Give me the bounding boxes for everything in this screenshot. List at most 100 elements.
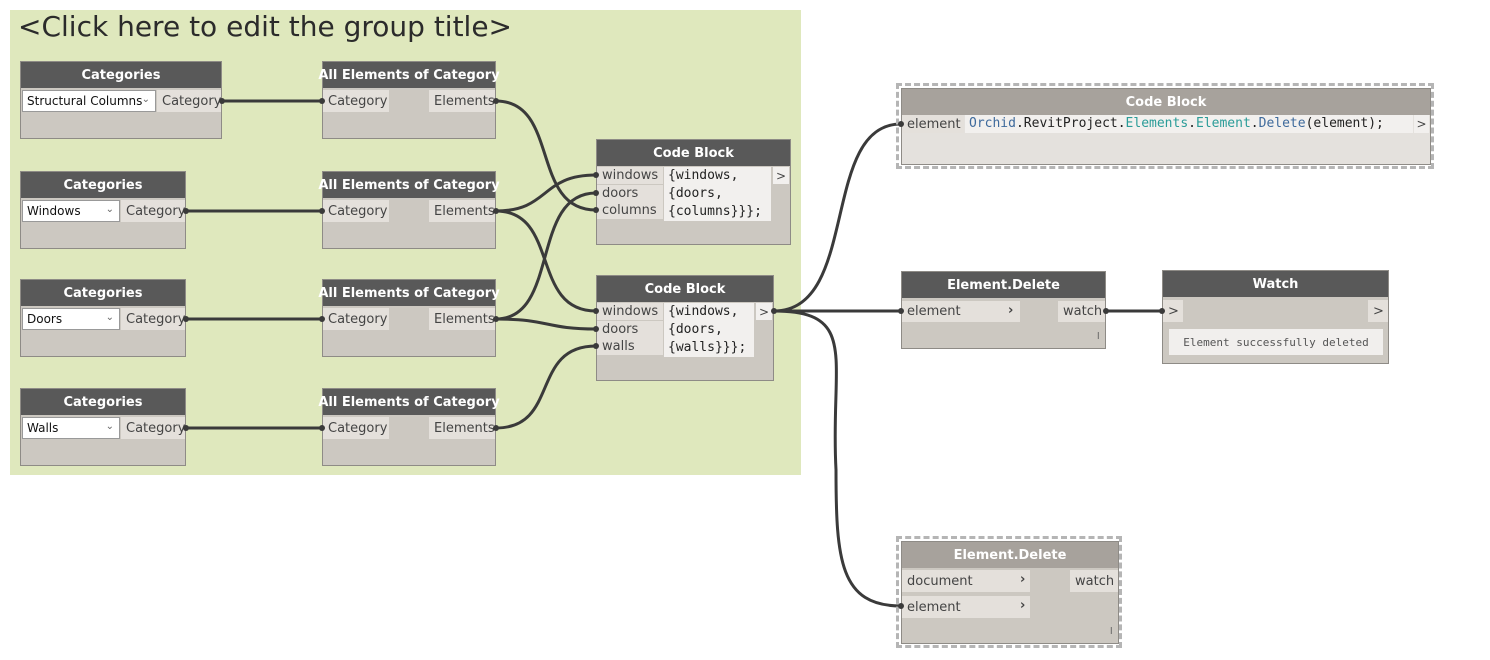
categories-node-2[interactable]: Categories Windows ⌄ Category bbox=[20, 171, 186, 249]
group-title[interactable]: <Click here to edit the group title> bbox=[18, 10, 513, 43]
input-port-windows[interactable]: windows bbox=[597, 167, 663, 184]
port-dot bbox=[219, 98, 225, 104]
output-port-elements[interactable]: Elements bbox=[429, 200, 495, 222]
categories-node-3[interactable]: Categories Doors ⌄ Category bbox=[20, 279, 186, 357]
output-port[interactable]: > bbox=[756, 303, 772, 320]
output-port-category[interactable]: Category bbox=[121, 417, 185, 439]
input-port[interactable]: > bbox=[1163, 300, 1183, 322]
port-dot bbox=[771, 308, 777, 314]
dropdown-value: Structural Columns bbox=[27, 94, 143, 108]
frozen-outline bbox=[896, 83, 1434, 169]
output-port-elements[interactable]: Elements bbox=[429, 90, 495, 112]
code-block-node-3[interactable]: Code Block element Orchid.RevitProject.E… bbox=[901, 88, 1431, 165]
chevron-down-icon: ⌄ bbox=[105, 204, 114, 215]
code-token: . bbox=[1117, 116, 1126, 131]
chevron-right-icon: › bbox=[1020, 598, 1026, 613]
code-block-node-1[interactable]: Code Block windows doors columns {window… bbox=[596, 139, 791, 245]
input-port-element[interactable]: element bbox=[902, 301, 1020, 322]
port-dot bbox=[898, 308, 904, 314]
input-port-doors[interactable]: doors bbox=[597, 321, 663, 338]
code-line[interactable]: {columns}}}; bbox=[664, 203, 771, 221]
input-port-walls[interactable]: walls bbox=[597, 338, 663, 355]
input-port-document[interactable]: document bbox=[902, 570, 1030, 592]
categories-node-4[interactable]: Categories Walls ⌄ Category bbox=[20, 388, 186, 466]
port-dot bbox=[319, 316, 325, 322]
port-dot bbox=[183, 208, 189, 214]
input-port-columns[interactable]: columns bbox=[597, 202, 663, 219]
code-line[interactable]: Orchid.RevitProject.Elements.Element.Del… bbox=[965, 115, 1413, 133]
input-port-doors[interactable]: doors bbox=[597, 185, 663, 202]
code-line[interactable]: {windows, bbox=[664, 303, 754, 321]
code-token: . bbox=[1250, 116, 1259, 131]
code-line[interactable]: {windows, bbox=[664, 167, 771, 185]
node-title: Categories bbox=[21, 62, 221, 88]
node-title: Code Block bbox=[597, 276, 773, 302]
port-dot bbox=[319, 425, 325, 431]
chevron-right-icon: › bbox=[1008, 303, 1014, 318]
category-dropdown[interactable]: Structural Columns ⌄ bbox=[22, 90, 156, 112]
code-token: Orchid bbox=[969, 116, 1016, 131]
input-port-category[interactable]: Category bbox=[323, 308, 389, 330]
code-token: Delete bbox=[1258, 116, 1306, 131]
categories-node-1[interactable]: Categories Structural Columns ⌄ Category bbox=[20, 61, 222, 139]
port-dot bbox=[493, 208, 499, 214]
input-port-category[interactable]: Category bbox=[323, 90, 389, 112]
port-dot bbox=[1159, 308, 1165, 314]
port-dot bbox=[593, 207, 599, 213]
code-block-node-2[interactable]: Code Block windows doors walls {windows,… bbox=[596, 275, 774, 381]
output-port[interactable]: > bbox=[773, 167, 789, 184]
node-title: All Elements of Category bbox=[318, 62, 500, 88]
all-elements-node-3[interactable]: All Elements of Category Category Elemen… bbox=[318, 279, 500, 357]
watch-value: Element successfully deleted bbox=[1169, 329, 1383, 355]
dropdown-value: Windows bbox=[27, 204, 81, 218]
output-port-watch[interactable]: watch bbox=[1058, 301, 1105, 322]
category-dropdown[interactable]: Walls ⌄ bbox=[22, 417, 120, 439]
port-dot bbox=[593, 308, 599, 314]
node-title: Code Block bbox=[597, 140, 790, 166]
node-title: Element.Delete bbox=[902, 542, 1118, 568]
input-port-element[interactable]: element bbox=[902, 115, 964, 133]
node-title: Element.Delete bbox=[902, 272, 1105, 298]
port-dot bbox=[593, 190, 599, 196]
dropdown-value: Walls bbox=[27, 421, 59, 435]
node-title: Categories bbox=[21, 172, 185, 198]
output-port-category[interactable]: Category bbox=[121, 308, 185, 330]
output-port-elements[interactable]: Elements bbox=[429, 308, 495, 330]
chevron-down-icon: ⌄ bbox=[105, 421, 114, 432]
port-dot bbox=[183, 425, 189, 431]
code-line[interactable]: {walls}}}; bbox=[664, 339, 754, 357]
watch-node[interactable]: Watch > > Element successfully deleted bbox=[1162, 270, 1389, 364]
node-title: All Elements of Category bbox=[318, 280, 500, 306]
all-elements-node-4[interactable]: All Elements of Category Category Elemen… bbox=[318, 388, 500, 466]
input-port-category[interactable]: Category bbox=[323, 200, 389, 222]
element-delete-node-1[interactable]: Element.Delete element › watch l bbox=[901, 271, 1106, 349]
output-port[interactable]: > bbox=[1414, 115, 1429, 133]
port-dot bbox=[593, 172, 599, 178]
port-dot bbox=[593, 343, 599, 349]
output-port-watch[interactable]: watch bbox=[1070, 570, 1118, 592]
input-port-windows[interactable]: windows bbox=[597, 303, 663, 320]
node-title: Categories bbox=[21, 389, 185, 415]
code-line[interactable]: {doors, bbox=[664, 185, 771, 203]
dropdown-value: Doors bbox=[27, 312, 63, 326]
category-dropdown[interactable]: Windows ⌄ bbox=[22, 200, 120, 222]
port-dot bbox=[493, 98, 499, 104]
chevron-right-icon: › bbox=[1020, 572, 1026, 587]
input-port-category[interactable]: Category bbox=[323, 417, 389, 439]
node-title: Categories bbox=[21, 280, 185, 306]
output-port-elements[interactable]: Elements bbox=[429, 417, 495, 439]
output-port[interactable]: > bbox=[1368, 300, 1388, 322]
chevron-down-icon: ⌄ bbox=[105, 312, 114, 323]
code-line[interactable]: {doors, bbox=[664, 321, 754, 339]
code-token: RevitProject bbox=[1023, 116, 1118, 131]
all-elements-node-2[interactable]: All Elements of Category Category Elemen… bbox=[318, 171, 500, 249]
output-port-category[interactable]: Category bbox=[157, 90, 221, 112]
port-dot bbox=[898, 121, 904, 127]
frozen-outline bbox=[896, 536, 1122, 648]
all-elements-node-1[interactable]: All Elements of Category Category Elemen… bbox=[318, 61, 500, 139]
input-port-element[interactable]: element bbox=[902, 596, 1030, 618]
element-delete-node-2[interactable]: Element.Delete document › element › watc… bbox=[901, 541, 1119, 644]
category-dropdown[interactable]: Doors ⌄ bbox=[22, 308, 120, 330]
output-port-category[interactable]: Category bbox=[121, 200, 185, 222]
chevron-down-icon: ⌄ bbox=[141, 94, 150, 105]
